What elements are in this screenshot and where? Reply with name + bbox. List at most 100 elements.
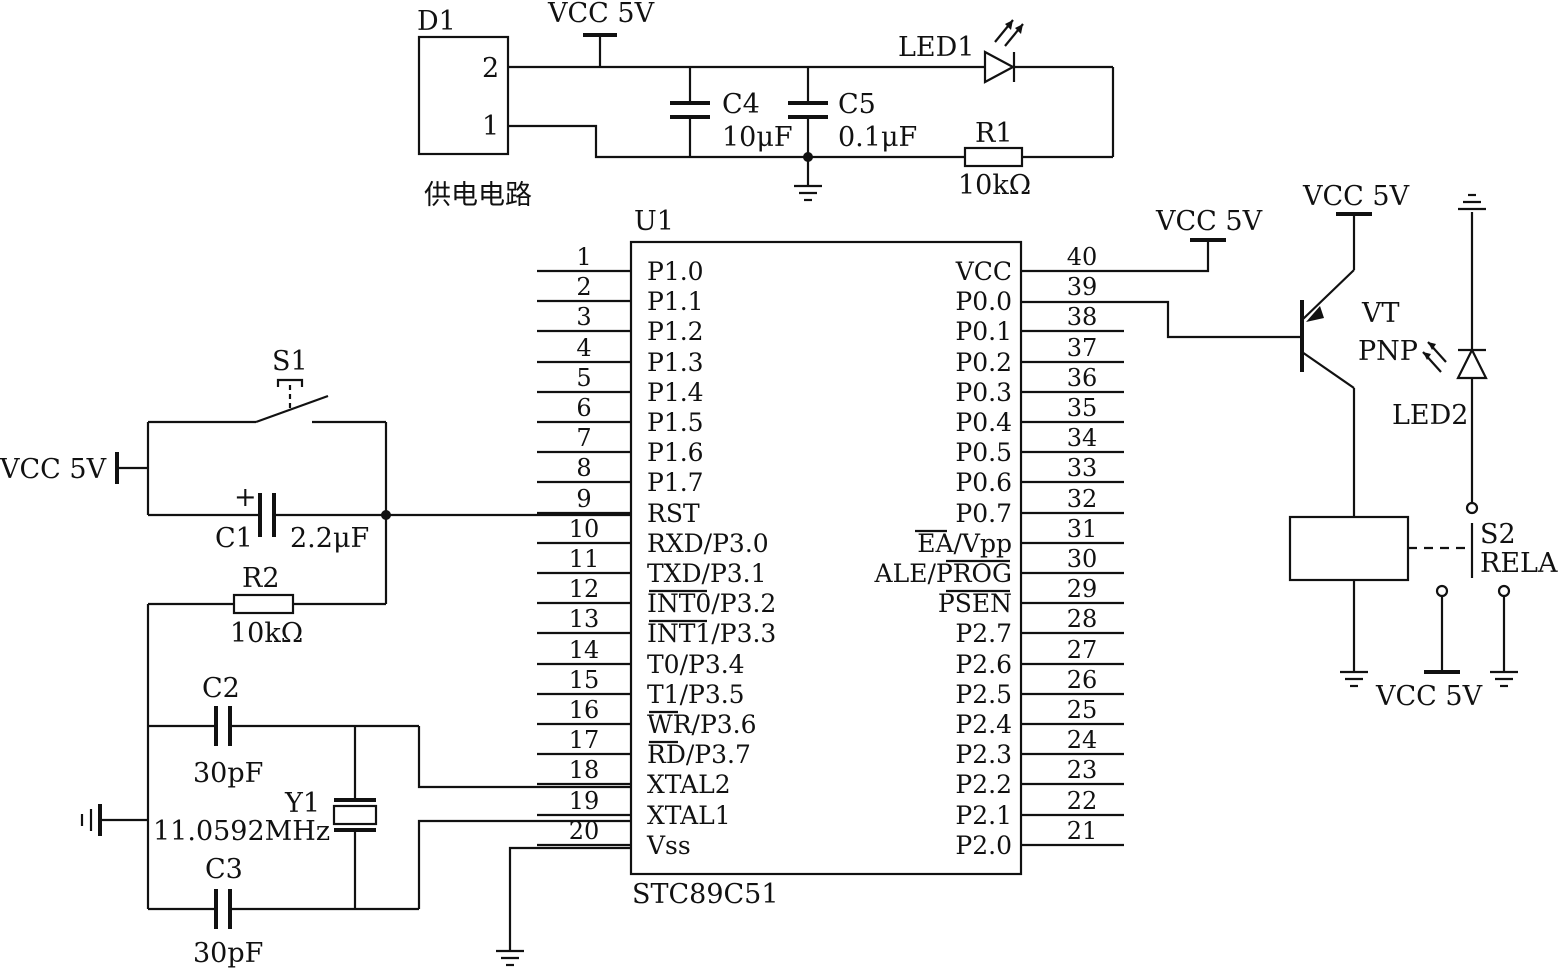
pin-number: 9 — [576, 485, 591, 513]
pin-number: 24 — [1067, 726, 1098, 754]
pin-number: 22 — [1067, 787, 1098, 815]
pin-number: 40 — [1067, 243, 1098, 271]
pin-name: P1.6 — [647, 438, 704, 467]
pin-number: 21 — [1067, 817, 1098, 845]
reset-vcc-label: VCC 5V — [0, 454, 107, 485]
relay-vcc-top-label: VCC 5V — [1302, 181, 1410, 212]
pnp-transistor-vt — [1300, 269, 1355, 389]
power-vcc-label: VCC 5V — [547, 0, 655, 29]
mcu-part: STC89C51 — [632, 879, 779, 910]
relay-coil — [1288, 515, 1410, 582]
c3-ref: C3 — [205, 854, 243, 885]
pin-number: 13 — [569, 605, 600, 633]
pin-number: 39 — [1067, 273, 1098, 301]
pin-name: T0/P3.4 — [647, 650, 745, 679]
y1-ref: Y1 — [284, 788, 320, 819]
c5-value: 0.1μF — [838, 122, 917, 153]
c1-plus: + — [234, 482, 257, 513]
y1-value: 11.0592MHz — [153, 816, 330, 847]
pin-number: 8 — [576, 454, 591, 482]
pin-number: 7 — [576, 424, 591, 452]
pin-number: 31 — [1067, 515, 1098, 543]
s1-label: S1 — [272, 346, 308, 377]
mcu-ref: U1 — [634, 206, 674, 237]
pin-name: P0.4 — [955, 408, 1012, 437]
pin-name: P2.6 — [955, 650, 1012, 679]
pin-number: 15 — [569, 666, 600, 694]
pin-number: 18 — [569, 756, 600, 784]
pin-name: P0.7 — [955, 499, 1012, 528]
vt-label: VT — [1361, 298, 1400, 329]
pin-number: 12 — [569, 575, 600, 603]
pin-name: PSEN — [938, 589, 1012, 618]
pin-name: P2.4 — [955, 710, 1012, 739]
crystal-y1 — [332, 726, 378, 909]
switch-s1 — [255, 378, 386, 424]
pin-name: P2.0 — [955, 831, 1012, 860]
pin-name: T1/P3.5 — [647, 680, 745, 709]
s2-label: S2 — [1480, 519, 1516, 550]
pin-name: EA/Vpp — [917, 529, 1012, 558]
pin-number: 36 — [1067, 364, 1098, 392]
pin-number: 2 — [576, 273, 591, 301]
c3-value: 30pF — [193, 938, 263, 969]
relay-vcc-bottom-label: VCC 5V — [1375, 681, 1483, 712]
capacitor-c1 — [258, 493, 276, 537]
pin-number: 6 — [576, 394, 591, 422]
c1-ref: C1 — [215, 523, 253, 554]
pin-number: 35 — [1067, 394, 1098, 422]
connector-d1-label: D1 — [417, 6, 456, 37]
pin-name: P2.1 — [955, 801, 1012, 830]
pin-name: P2.5 — [955, 680, 1012, 709]
clock-circuit: C2 30pF C3 30pF Y1 11.0592MHz — [80, 604, 631, 969]
connector-d1 — [417, 35, 510, 156]
pin-name: P0.0 — [955, 287, 1012, 316]
pin-name: RD/P3.7 — [647, 740, 751, 769]
pin-name: INT1/P3.3 — [647, 619, 776, 648]
pin-number: 27 — [1067, 636, 1098, 664]
mcu-right-pins: 40VCC39P0.038P0.137P0.236P0.335P0.434P0.… — [874, 243, 1124, 860]
mcu-body — [629, 240, 1023, 876]
pin-name: P1.2 — [647, 317, 704, 346]
pin-name: RXD/P3.0 — [647, 529, 769, 558]
pin-name: P1.4 — [647, 378, 704, 407]
pin-number: 5 — [576, 364, 591, 392]
power-supply-circuit: D1 2 1 VCC 5V C4 10μF — [417, 0, 1115, 211]
pin-name: TXD/P3.1 — [647, 559, 767, 588]
led2-label: LED2 — [1392, 400, 1468, 431]
pin-name: INT0/P3.2 — [647, 589, 776, 618]
pin-number: 4 — [576, 334, 591, 362]
led1-label: LED1 — [898, 32, 974, 63]
reset-circuit: VCC 5V S1 + C1 2.2μF R2 10kΩ — [0, 346, 631, 649]
pin-number: 33 — [1067, 454, 1098, 482]
pin-name: P0.3 — [955, 378, 1012, 407]
pin-name: RST — [647, 499, 700, 528]
